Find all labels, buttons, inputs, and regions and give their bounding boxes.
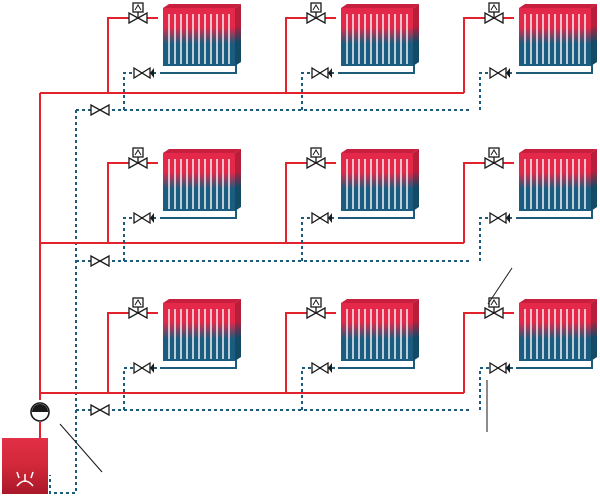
radiators: [163, 4, 597, 361]
equipment: [2, 402, 50, 494]
radiator-return-loop: [338, 210, 415, 219]
radiator-supply-branch: [107, 17, 158, 93]
radiator-return-loop: [338, 65, 415, 74]
floor-top: [40, 92, 472, 111]
callouts: [59, 267, 513, 473]
radiator-return-branch: [123, 217, 158, 261]
radiator-side: [591, 149, 597, 211]
radiator-side: [591, 4, 597, 66]
radiator: [519, 149, 597, 211]
radiator-supply-branch: [285, 162, 336, 243]
radiator-top: [163, 299, 241, 303]
radiator-return-loop: [160, 360, 237, 369]
thermostatic-head-icon: [488, 147, 500, 158]
thermostatic-valve-icon: [306, 297, 326, 320]
thermostatic-valve-icon: [306, 2, 326, 25]
circulation-pump-icon: [30, 402, 50, 422]
balancing-valve-icon: [90, 254, 110, 268]
lockshield-valve-icon: [489, 66, 510, 80]
thermostatic-head-icon: [310, 147, 322, 158]
radiator: [341, 149, 419, 211]
radiator-return-loop: [516, 360, 593, 369]
boiler-flame-icon: [16, 471, 34, 487]
lockshield-valve-icon: [311, 361, 332, 375]
thermostatic-head-icon: [310, 2, 322, 13]
radiator-top: [519, 299, 597, 303]
thermostatic-valve-icon: [128, 147, 148, 170]
radiator-supply-branch: [285, 312, 336, 393]
balancing-valve-icon: [90, 403, 110, 417]
lockshield-valve-icon: [489, 211, 510, 225]
boiler-body: [2, 438, 48, 494]
radiator-top: [163, 149, 241, 153]
thermostatic-valve-icon: [306, 147, 326, 170]
radiator-side: [413, 299, 419, 361]
thermostatic-head-icon: [132, 147, 144, 158]
radiator: [163, 299, 241, 361]
radiator-return-branch: [301, 367, 336, 410]
lockshield-valve-icon: [311, 211, 332, 225]
callout-pump: [59, 423, 103, 473]
thermostatic-valve-icon: [128, 2, 148, 25]
lockshield-valve-icon: [133, 361, 154, 375]
lockshield-valve-icon: [133, 66, 154, 80]
radiator-return-loop: [160, 210, 237, 219]
radiator-return-branch: [479, 72, 514, 110]
valves: [90, 2, 510, 417]
radiator: [341, 4, 419, 66]
radiator-return-branch: [479, 367, 514, 410]
radiator-top: [163, 4, 241, 8]
return-riser: [49, 110, 77, 494]
callout-thermostatic-valve: [487, 267, 513, 305]
radiator: [163, 4, 241, 66]
radiator-return-branch: [301, 72, 336, 110]
radiator: [519, 299, 597, 361]
lockshield-valve-icon: [133, 211, 154, 225]
radiator-side: [591, 299, 597, 361]
radiator-supply-branch: [107, 162, 158, 243]
thermostatic-head-icon: [488, 2, 500, 13]
thermostatic-valve-icon: [484, 2, 504, 25]
radiator-side: [235, 299, 241, 361]
radiator: [163, 149, 241, 211]
radiator-return-loop: [516, 210, 593, 219]
radiator-side: [413, 149, 419, 211]
thermostatic-head-icon: [132, 2, 144, 13]
radiator: [341, 299, 419, 361]
radiator-top: [341, 299, 419, 303]
lockshield-valve-icon: [311, 66, 332, 80]
floor-middle: [40, 242, 472, 262]
radiator-side: [235, 4, 241, 66]
radiator-return-branch: [479, 217, 514, 261]
lockshield-valve-icon: [489, 361, 510, 375]
thermostatic-head-icon: [132, 297, 144, 308]
radiator-side: [235, 149, 241, 211]
thermostatic-valve-icon: [484, 147, 504, 170]
radiator-top: [341, 149, 419, 153]
radiator-return-branch: [123, 367, 158, 410]
pipe-network: [39, 17, 593, 494]
boiler: [2, 438, 48, 494]
radiator-return-branch: [301, 217, 336, 261]
radiator-return-branch: [123, 72, 158, 110]
thermostatic-head-icon: [310, 297, 322, 308]
radiator-supply-branch: [107, 312, 158, 393]
radiator-top: [341, 4, 419, 8]
thermostatic-valve-icon: [484, 297, 504, 320]
radiator-side: [413, 4, 419, 66]
radiator-return-loop: [160, 65, 237, 74]
radiator-supply-branch: [463, 312, 514, 393]
radiator-supply-branch: [285, 17, 336, 93]
radiator-supply-branch: [463, 162, 514, 243]
radiator-return-loop: [516, 65, 593, 74]
radiator-return-loop: [338, 360, 415, 369]
radiator-top: [519, 149, 597, 153]
floor-bottom: [40, 392, 472, 411]
radiator: [519, 4, 597, 66]
thermostatic-valve-icon: [128, 297, 148, 320]
radiator-top: [519, 4, 597, 8]
balancing-valve-icon: [90, 103, 110, 117]
radiator-supply-branch: [463, 17, 514, 93]
